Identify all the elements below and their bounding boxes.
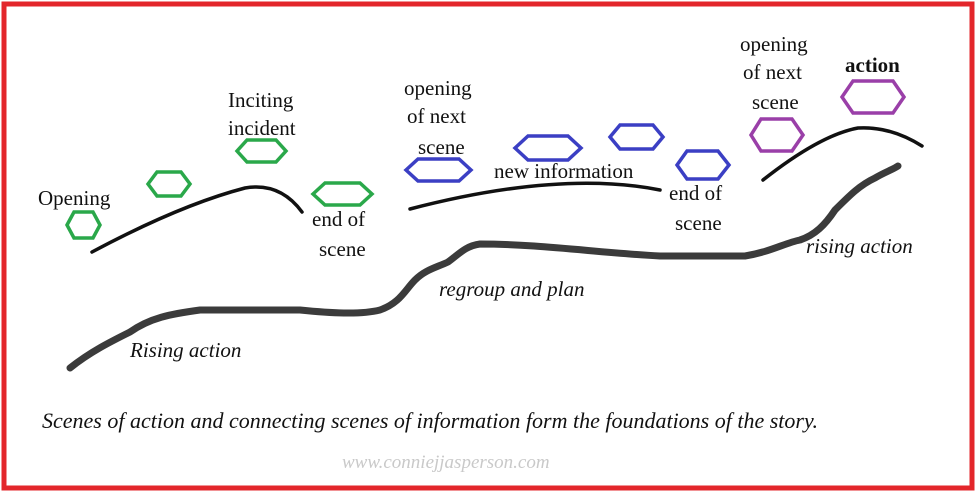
watermark: www.conniejjasperson.com (342, 452, 550, 473)
rising-action-baseline (66, 162, 902, 372)
label-rising-action-left: Rising action (129, 338, 241, 362)
label-inciting-line1: Inciting (228, 88, 294, 112)
hexagon-icon (607, 123, 666, 151)
hexagon-icon (403, 157, 474, 183)
scene-arc-second (408, 181, 662, 211)
hexagon-icon (748, 117, 806, 153)
label-action: action (845, 53, 900, 77)
label-opening-next-scene-1-line2: of next (407, 104, 466, 128)
label-end-of-scene-1-line1: end of (312, 207, 365, 231)
hexagon-icon (65, 210, 102, 240)
label-opening-next-scene-2-line1: opening (740, 32, 808, 56)
hexagon-icon (512, 134, 584, 162)
label-new-information: new information (494, 159, 634, 183)
label-end-of-scene-1-line2: scene (319, 237, 366, 261)
scene-arc-third (761, 126, 924, 182)
hexagon-icon (674, 149, 732, 181)
label-opening-next-scene-2-line2: of next (743, 60, 802, 84)
label-opening: Opening (38, 186, 111, 210)
hexagon-icon (839, 79, 907, 115)
label-opening-next-scene-1-line3: scene (418, 135, 465, 159)
label-opening-next-scene-1-line1: opening (404, 76, 472, 100)
scene-arc-first (90, 185, 304, 254)
label-inciting-line2: incident (228, 116, 296, 140)
diagram-caption: Scenes of action and connecting scenes o… (42, 408, 818, 433)
hexagon-icon (145, 170, 193, 198)
label-opening-next-scene-2-line3: scene (752, 90, 799, 114)
label-end-of-scene-2-line1: end of (669, 181, 722, 205)
hexagon-icon (234, 138, 289, 164)
label-rising-action-right: rising action (806, 234, 913, 258)
label-regroup-and-plan: regroup and plan (439, 277, 584, 301)
hexagon-icon (310, 181, 375, 207)
label-end-of-scene-2-line2: scene (675, 211, 722, 235)
